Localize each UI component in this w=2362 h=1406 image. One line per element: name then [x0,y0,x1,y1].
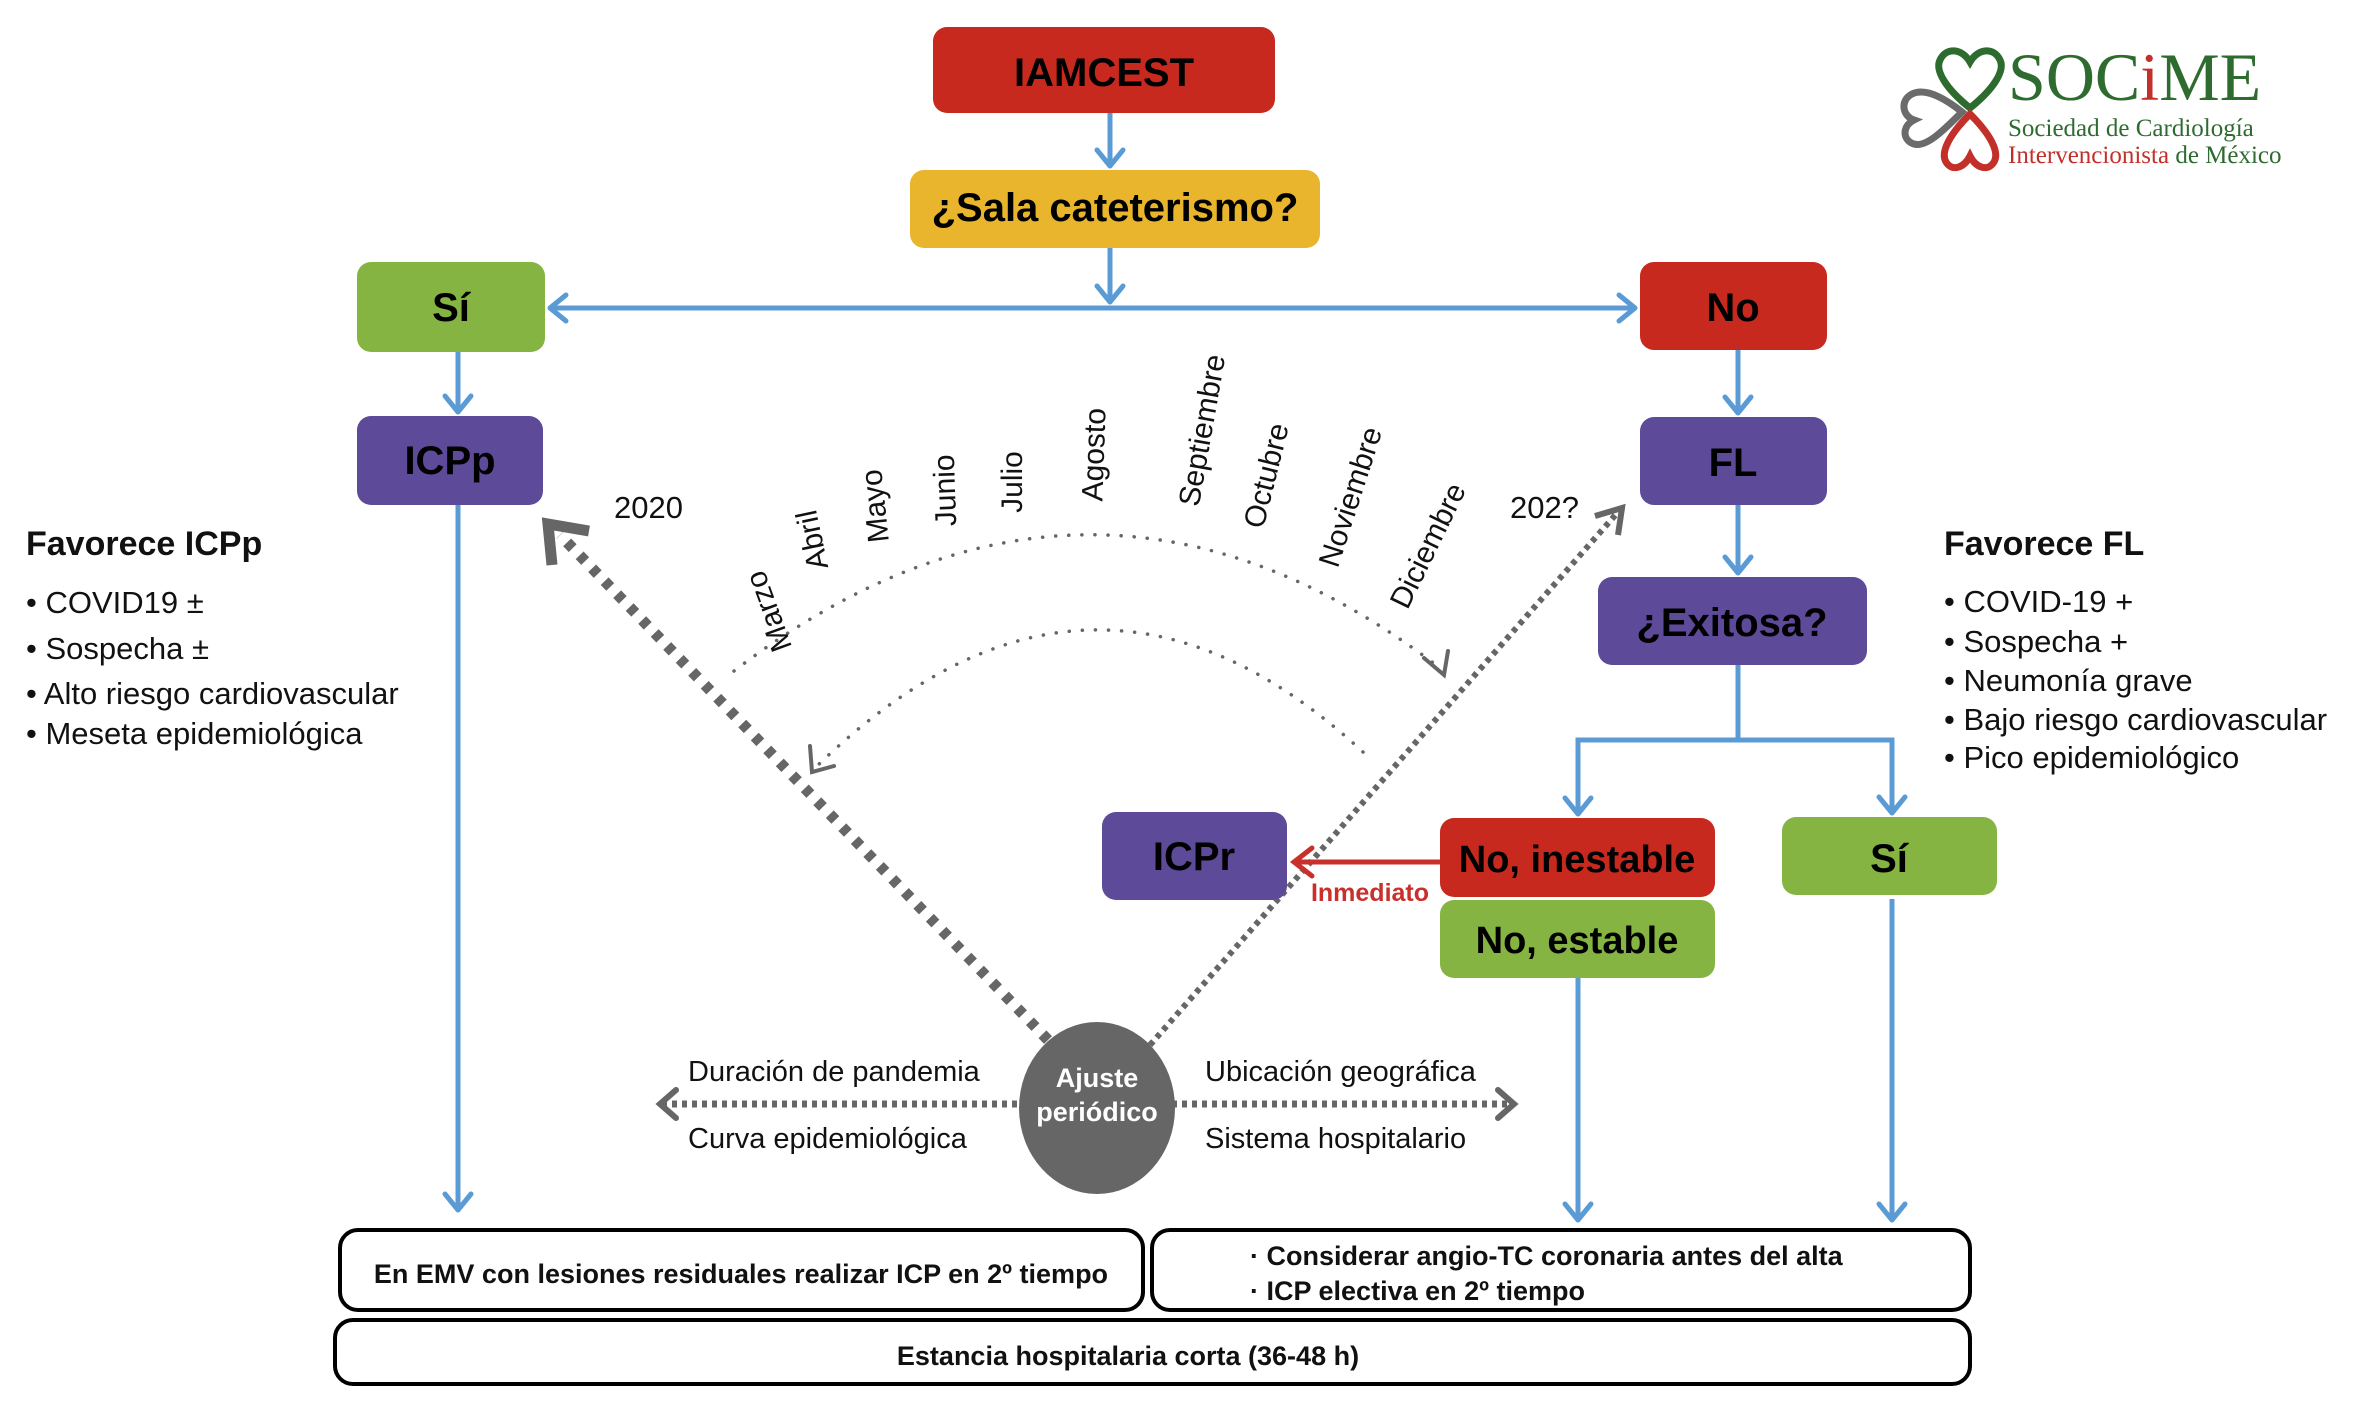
node-start-label: IAMCEST [1014,51,1194,95]
node-no-top-label: No [1706,286,1759,330]
outcome-right-box: · Considerar angio-TC coronaria antes de… [1150,1228,1972,1312]
arrowhead-right-icon [1616,292,1638,324]
flow-connectors [442,113,1908,1223]
favors-fl-item: • COVID-19 + [1944,584,2133,619]
arrowhead-to-icpp-icon [541,517,590,566]
arrowhead-icon [1876,1201,1908,1223]
node-icpp: ICPp [357,416,543,505]
logo-line2-green: de México [2169,142,2281,169]
logo-name-i: i [2140,39,2159,115]
favors-fl-title: Favorece FL [1944,525,2144,563]
month-label: Octubre [1238,420,1296,532]
node-success-question: ¿Exitosa? [1598,577,1867,665]
timeline-months: Marzo Abril Mayo Junio Julio Agosto Sept… [739,352,1473,656]
node-icpr-label: ICPr [1153,835,1235,879]
node-yes-right-label: Sí [1870,837,1910,881]
node-no-top: No [1640,262,1827,350]
month-label: Julio [996,451,1029,513]
factor-pandemic-duration: Duración de pandemia [688,1056,981,1088]
outer-arc-arrowhead-icon [1422,649,1450,679]
favors-fl-item: • Sospecha + [1944,624,2128,659]
node-no-unstable: No, inestable [1440,818,1715,897]
node-icpp-label: ICPp [404,439,495,483]
month-label: Noviembre [1313,423,1389,571]
arrowhead-icon [442,393,474,415]
logo-name-prefix: SOC [2008,39,2140,115]
node-no-stable-label: No, estable [1476,920,1679,962]
arrowhead-red-icon [1289,845,1315,879]
arrowhead-icon [1722,394,1754,416]
arrowhead-icon [1094,147,1126,169]
node-yes-top: Sí [357,262,545,352]
node-yes-top-label: Sí [432,286,472,330]
arrowhead-icon [442,1191,474,1213]
arrowhead-icon [1562,795,1594,817]
outcome-bottom-box: Estancia hospitalaria corta (36-48 h) [333,1318,1972,1386]
favors-icpp-title: Favorece ICPp [26,525,262,563]
arrowhead-left-icon [655,1087,679,1121]
node-start: IAMCEST [933,27,1275,113]
favors-icpp-item: • COVID19 ± [26,585,204,620]
factor-geographic-location: Ubicación geográfica [1205,1056,1477,1088]
dotted-arrow-to-icpp [556,531,1052,1044]
favors-fl-item: • Bajo riesgo cardiovascular [1944,702,2327,737]
month-label: Marzo [739,566,799,656]
periodic-adjust-node: Ajuste periódico [1019,1022,1175,1194]
month-label: Junio [928,454,963,527]
arrowhead-icon [1562,1201,1594,1223]
favors-fl-item: • Pico epidemiológico [1944,740,2239,775]
node-fl: FL [1640,417,1827,505]
node-fl-label: FL [1709,441,1758,485]
favors-icpp-item: • Meseta epidemiológica [26,716,363,751]
socime-logo: SOCiME Sociedad de Cardiología Intervenc… [1900,39,2282,172]
inner-arc-dotted [813,628,1365,770]
arrowhead-icon [1876,794,1908,816]
arrowhead-left-icon [547,292,569,324]
timeline-end-year: 202? [1510,490,1579,525]
outcome-left-text: En EMV con lesiones residuales realizar … [374,1259,1108,1289]
favors-fl-panel: Favorece FL • COVID-19 + • Sospecha + • … [1944,525,2327,775]
logo-name-suffix: ME [2159,39,2261,115]
node-no-stable: No, estable [1440,900,1715,978]
outcome-left-box: En EMV con lesiones residuales realizar … [338,1228,1145,1312]
month-label: Diciembre [1384,478,1473,614]
immediate-connector: Inmediato [1289,845,1440,907]
node-success-question-label: ¿Exitosa? [1636,601,1827,645]
outcome-right-item: · Considerar angio-TC coronaria antes de… [1250,1241,1844,1271]
node-yes-right: Sí [1782,817,1997,895]
favors-icpp-item: • Sospecha ± [26,631,209,666]
heart-logo-icon [1900,47,2005,172]
logo-line2-red: Intervencionista [2008,142,2169,169]
dotted-arrow-to-fl [1147,510,1621,1047]
arrowhead-icon [1722,554,1754,576]
arrowhead-icon [1094,283,1126,305]
favors-icpp-item: • Alto riesgo cardiovascular [26,676,399,711]
favors-fl-item: • Neumonía grave [1944,663,2193,698]
timeline-start-year: 2020 [614,490,683,525]
svg-text:SOCiME: SOCiME [2008,39,2261,115]
logo-line1: Sociedad de Cardiología [2008,115,2254,142]
factor-epidemic-curve: Curva epidemiológica [688,1123,968,1155]
favors-icpp-panel: Favorece ICPp • COVID19 ± • Sospecha ± •… [26,525,399,751]
arrowhead-right-icon [1495,1087,1519,1121]
node-no-unstable-label: No, inestable [1459,839,1696,881]
outcome-bottom-text: Estancia hospitalaria corta (36-48 h) [897,1341,1359,1371]
svg-text:Intervencionista de México: Intervencionista de México [2008,142,2282,169]
node-cath-lab-question: ¿Sala cateterismo? [910,170,1320,248]
node-icpr: ICPr [1102,812,1287,900]
factor-hospital-system: Sistema hospitalario [1205,1123,1466,1155]
immediate-label: Inmediato [1311,879,1429,907]
connector-success-split [1575,737,1895,814]
periodic-adjust-line1: Ajuste [1056,1063,1139,1093]
month-label: Abril [790,507,835,573]
inner-arc-arrowhead-icon [808,744,836,775]
month-label: Agosto [1076,407,1112,502]
month-label: Mayo [855,468,895,544]
arrowhead-to-fl-icon [1594,503,1626,536]
outcome-right-item: · ICP electiva en 2º tiempo [1250,1276,1585,1306]
month-label: Septiembre [1173,352,1232,509]
timeline-arcs [541,503,1626,1121]
periodic-adjust-line2: periódico [1036,1097,1158,1127]
node-cath-lab-question-label: ¿Sala cateterismo? [932,186,1299,230]
